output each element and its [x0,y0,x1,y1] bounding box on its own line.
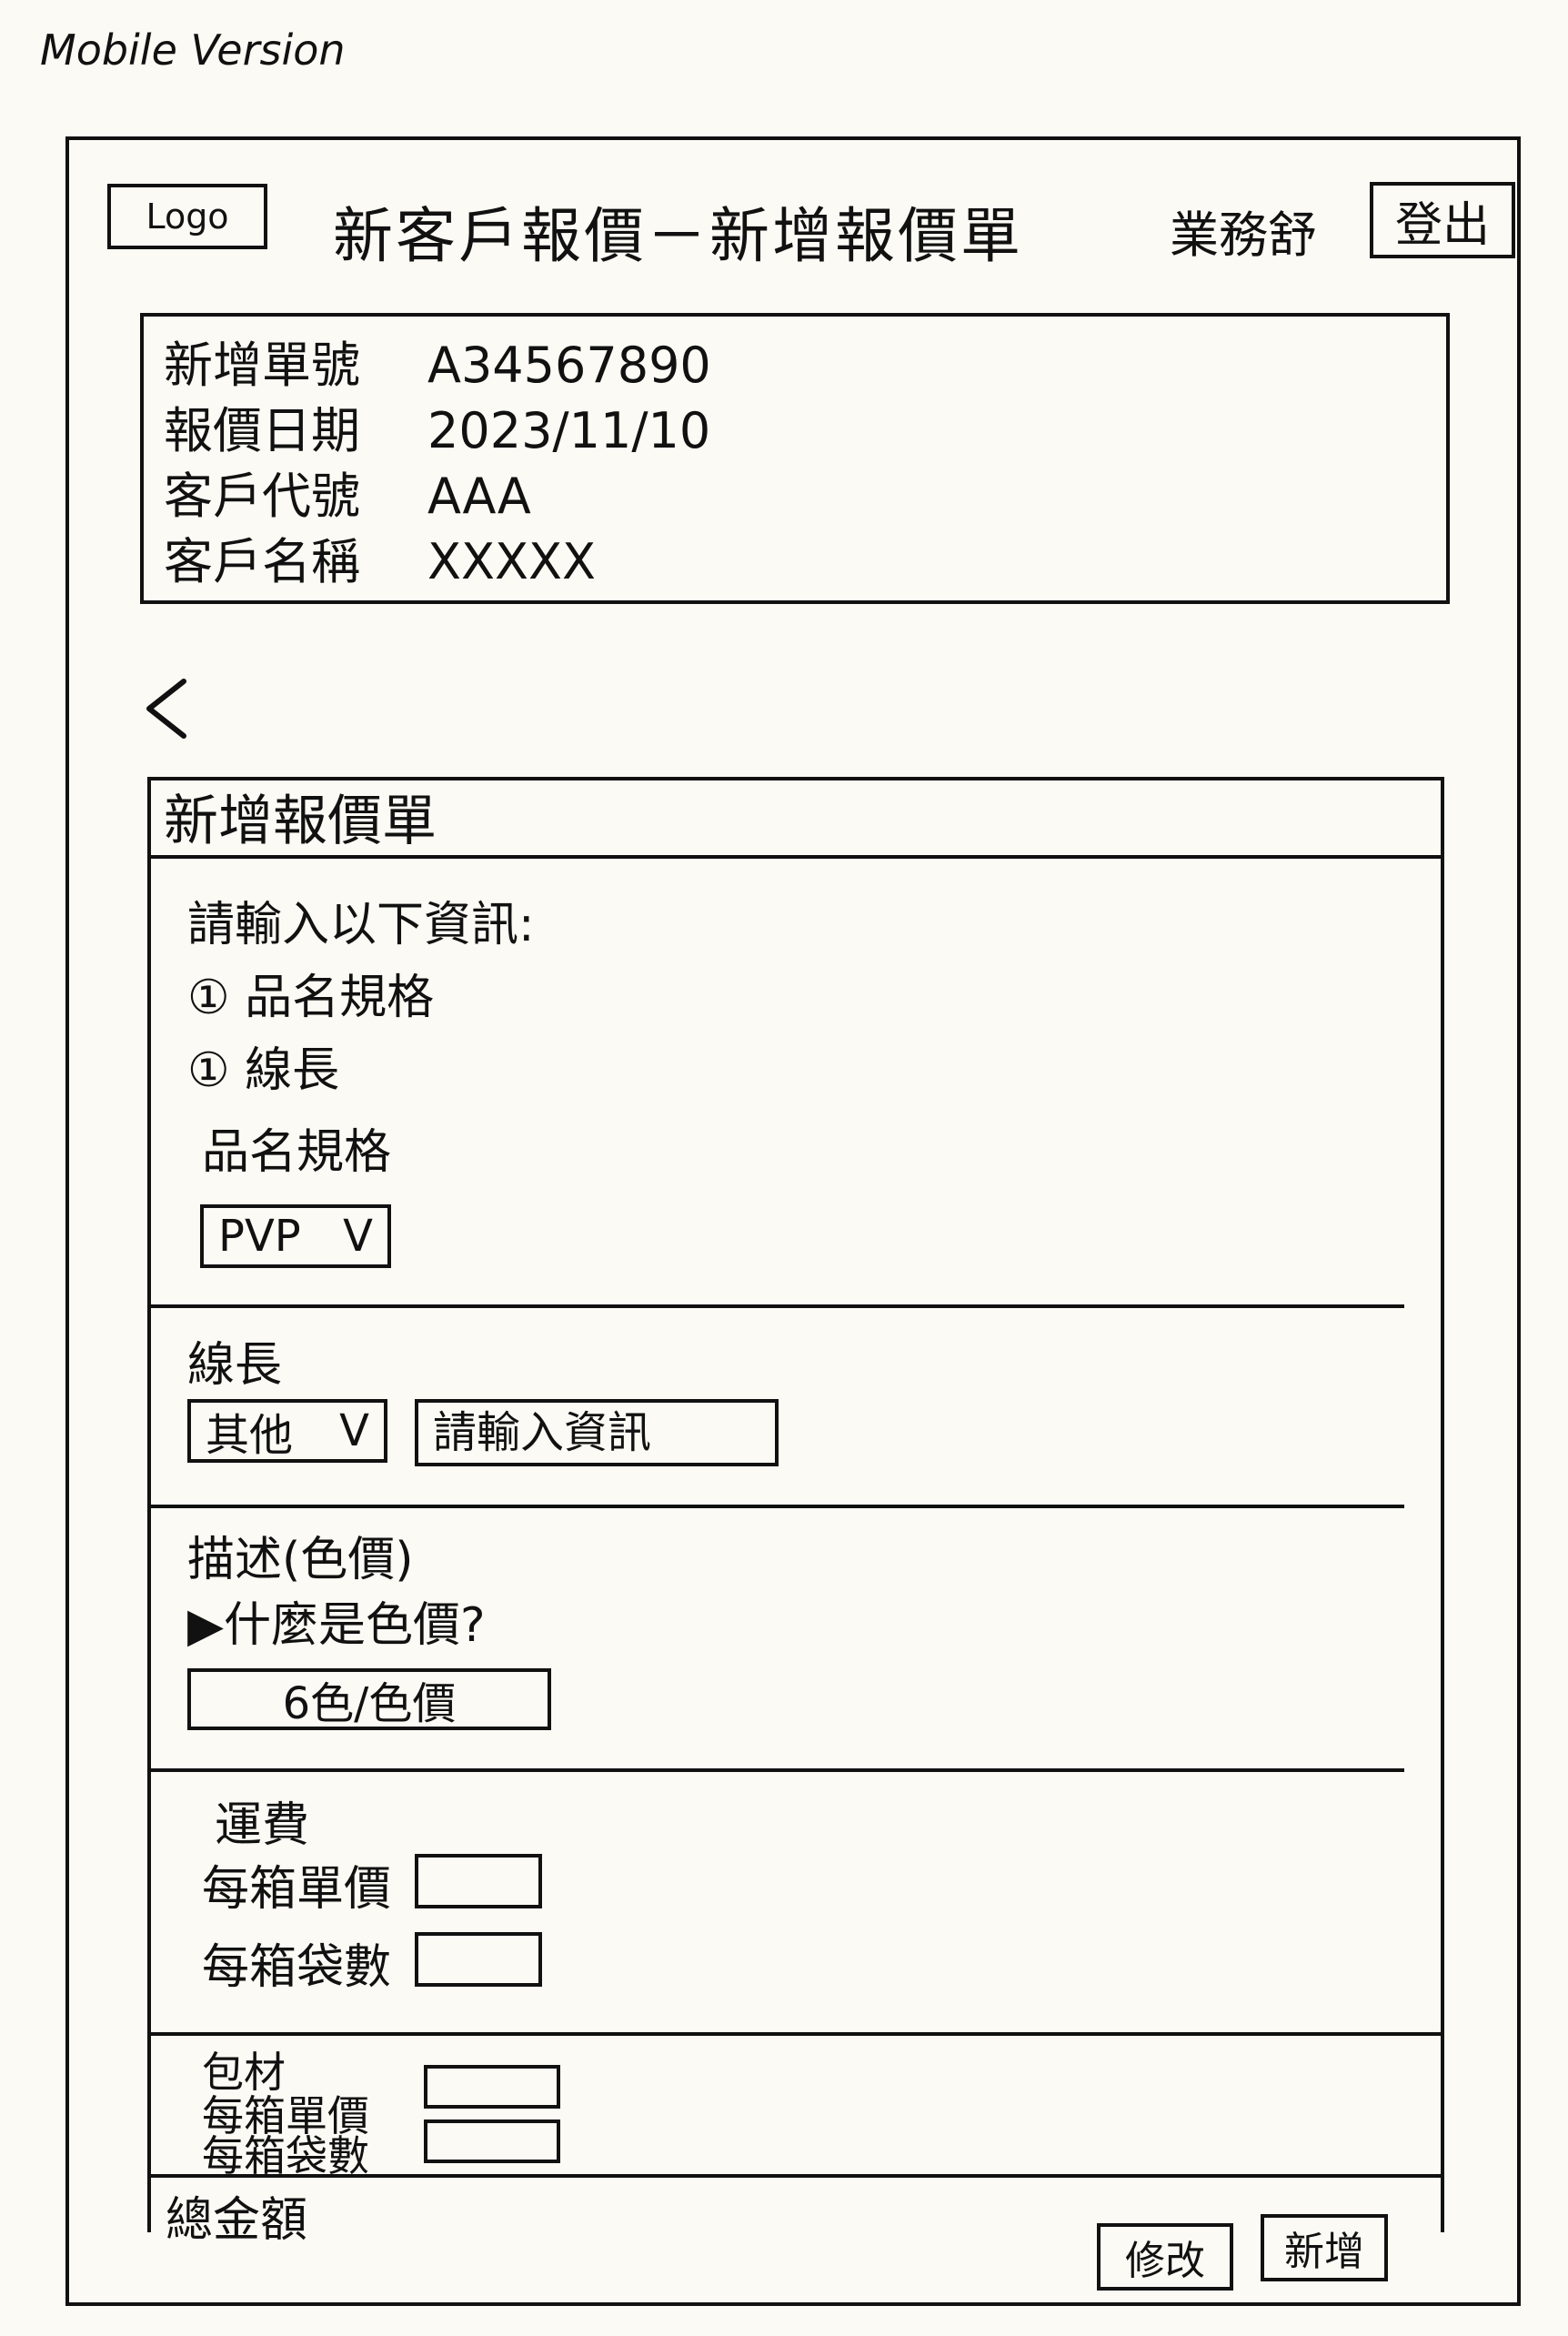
info-value: A34567890 [427,337,711,394]
freight-count-label: 每箱袋數 [202,1940,392,1995]
info-row: 客戶名稱 XXXXX [164,529,1426,595]
app-header: Logo 新客戶報價－新增報價單 業務舒 登出 [69,140,1517,271]
freight-unit-price-input[interactable] [415,1854,542,1908]
info-value: AAA [427,468,531,525]
description-label: 描述(色價) [187,1533,414,1587]
freight-unit-price-label: 每箱單價 [202,1862,392,1917]
material-label: 包材 [202,2048,286,2097]
add-quote-form: 新增報價單 請輸入以下資訊: ① 品名規格 ① 線長 品名規格 PVP V 線長… [147,777,1444,2248]
version-caption: Mobile Version [40,25,346,75]
info-label: 客戶代號 [164,468,360,525]
color-price-help-link[interactable]: ▶什麼是色價? [187,1598,486,1653]
material-section: 包材 每箱單價 每箱袋數 [151,2032,1441,2180]
form-title: 新增報價單 [151,777,1441,859]
freight-label: 運費 [215,1798,310,1853]
material-unit-price-input[interactable] [424,2065,560,2109]
quote-info-panel: 新增單號 A34567890 報價日期 2023/11/10 客戶代號 AAA … [140,313,1450,604]
freight-section: 運費 每箱單價 每箱袋數 [151,1768,1404,2018]
spec-dropdown-value: PVP [218,1211,301,1262]
length-section: 線長 其他 V [151,1304,1404,1499]
chevron-left-icon-svg [146,679,186,739]
spec-dropdown[interactable]: PVP V [200,1204,391,1268]
material-count-input[interactable] [424,2120,560,2163]
page-title: 新客戶報價－新增報價單 [333,201,1023,271]
add-button[interactable]: 新增 [1261,2214,1388,2281]
material-unit-price-label: 每箱單價 [202,2091,369,2140]
length-dropdown[interactable]: 其他 V [187,1399,387,1463]
length-label: 線長 [187,1338,283,1393]
color-price-value: 6色/色價 [282,1678,457,1729]
intro-item-spec: ① 品名規格 [187,971,435,1025]
mobile-frame: Logo 新客戶報價－新增報價單 業務舒 登出 新增單號 A34567890 報… [65,136,1521,2306]
logout-button[interactable]: 登出 [1370,182,1515,258]
intro-heading: 請輸入以下資訊: [187,898,535,952]
total-label: 總金額 [166,2193,308,2248]
freight-count-input[interactable] [415,1932,542,1987]
info-label: 客戶名稱 [164,533,360,590]
info-row: 報價日期 2023/11/10 [164,398,1426,464]
info-label: 報價日期 [164,402,360,459]
modify-button[interactable]: 修改 [1097,2223,1233,2291]
length-dropdown-value: 其他 [206,1410,294,1461]
logo: Logo [107,184,267,249]
length-input[interactable] [415,1399,779,1466]
info-value: XXXXX [427,533,596,590]
info-value: 2023/11/10 [427,402,711,459]
chevron-down-icon: V [339,1405,369,1456]
spec-label: 品名規格 [202,1125,392,1180]
total-section: 總金額 [151,2174,1441,2248]
user-name: 業務舒 [1170,206,1317,264]
chevron-down-icon: V [343,1211,373,1262]
material-count-label: 每箱袋數 [202,2131,369,2180]
info-label: 新增單號 [164,337,360,394]
description-section: 描述(色價) ▶什麼是色價? 6色/色價 [151,1505,1404,1754]
info-row: 新增單號 A34567890 [164,333,1426,398]
chevron-left-icon[interactable] [140,672,195,745]
info-row: 客戶代號 AAA [164,464,1426,529]
color-price-field[interactable]: 6色/色價 [187,1668,551,1730]
intro-item-length: ① 線長 [187,1043,340,1098]
